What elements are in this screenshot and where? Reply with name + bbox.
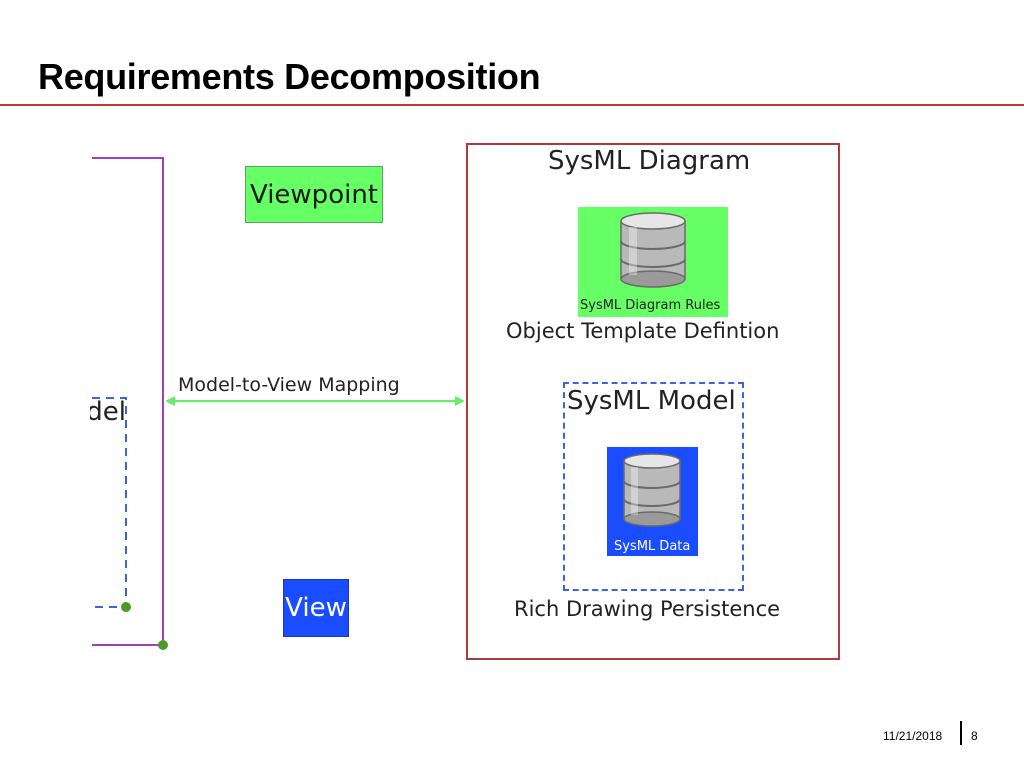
footer-date: 11/21/2018 (883, 729, 943, 743)
sysml-model-title: SysML Model (567, 386, 736, 416)
view-block: View (283, 579, 349, 637)
data-caption: SysML Data (614, 539, 691, 554)
cropped-model-label: del (90, 397, 126, 427)
rules-caption: SysML Diagram Rules (580, 298, 721, 313)
page-number: 8 (971, 729, 978, 743)
sysml-diagram-panel (466, 143, 840, 660)
cropped-model-dashed-border (92, 397, 127, 608)
connector-dot-bracket (158, 640, 168, 650)
slide-title: Requirements Decomposition (38, 56, 541, 97)
connector-dot-model (121, 602, 131, 612)
viewpoint-block: Viewpoint (245, 166, 383, 223)
database-icon (623, 453, 681, 527)
sysml-diagram-title: SysML Diagram (548, 146, 751, 176)
persistence-label: Rich Drawing Persistence (514, 597, 781, 621)
footer-divider (960, 721, 962, 745)
sysml-data-tile (607, 447, 698, 556)
database-icon (620, 212, 686, 288)
mapping-arrowhead-left (165, 396, 175, 406)
mapping-label: Model-to-View Mapping (178, 374, 400, 396)
template-label: Object Template Defintion (506, 319, 780, 343)
sysml-diagram-rules-tile (578, 207, 728, 317)
sysml-model-box (563, 382, 744, 591)
purple-bracket-line (92, 157, 164, 646)
title-divider (0, 104, 1024, 106)
mapping-arrowhead-right (455, 396, 465, 406)
